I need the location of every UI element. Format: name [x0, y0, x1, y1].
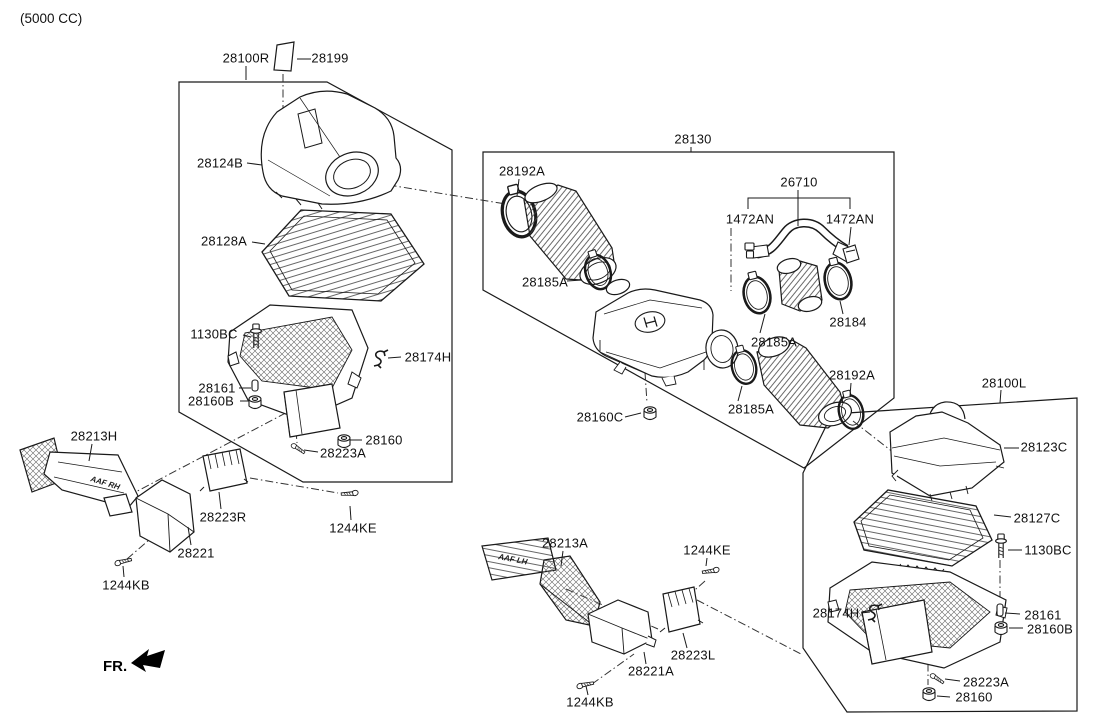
air-intake-center-housing: [592, 278, 739, 387]
intake-hose-front: [523, 182, 617, 286]
resonator-28221A: [587, 599, 657, 655]
part-label-28128A: 28128A: [200, 233, 248, 249]
part-label-28192A: 28192A: [828, 367, 876, 383]
part-label-28185A: 28185A: [521, 274, 569, 290]
stud-28161-left: [251, 379, 259, 392]
part-label-1244KE: 1244KE: [329, 520, 377, 536]
screw-1244KB-bottom: [575, 676, 595, 693]
part-label-28174H: 28174H: [404, 349, 452, 365]
part-label-28185A: 28185A: [750, 334, 798, 350]
part-label-28213A: 28213A: [541, 535, 589, 551]
part-label-28221: 28221: [177, 545, 215, 561]
sticker-28199: [273, 41, 295, 72]
part-label-28223L: 28223L: [670, 647, 716, 663]
part-label-1244KB: 1244KB: [102, 577, 150, 593]
air-cleaner-body-28100R-lower: [227, 304, 369, 438]
screw-1244KE-left: [340, 486, 360, 501]
part-label-28199: 28199: [311, 50, 349, 66]
air-cleaner-body-28100L-lower: [827, 561, 1008, 669]
bolt-1130BC-right: [995, 533, 1007, 559]
hose-clamp-1472AN-right: [842, 244, 860, 264]
bracket-28223L: [659, 586, 704, 633]
part-label-28160B: 28160B: [187, 393, 235, 409]
clamp-28185A-mid: [737, 267, 776, 318]
air-cleaner-cover-28124B: [260, 90, 402, 210]
air-cleaner-cover-28123C: [889, 401, 1005, 502]
group-box-28130: [482, 151, 895, 469]
grommet-28160-right: [922, 687, 936, 702]
label-leader-lines: [88, 58, 1023, 698]
part-label-28213H: 28213H: [70, 428, 118, 444]
part-label-28223R: 28223R: [199, 509, 247, 525]
grommet-28160C: [643, 406, 657, 421]
part-label-28130: 28130: [674, 131, 712, 147]
part-label-28192A: 28192A: [498, 163, 546, 179]
box-outline-28100R: [178, 81, 453, 483]
part-label-28223A: 28223A: [319, 445, 367, 461]
part-label-28161: 28161: [198, 380, 236, 396]
corrugated-hose-28184-section: [776, 257, 823, 313]
part-label-28123C: 28123C: [1020, 439, 1068, 455]
hose-clamp-1472AN-left: [744, 242, 755, 259]
part-label-28100R: 28100R: [222, 50, 270, 66]
screw-1244KE-bottom: [701, 563, 721, 579]
part-label-28127C: 28127C: [1013, 510, 1061, 526]
part-label-1472AN: 1472AN: [725, 211, 775, 227]
part-label-26710: 26710: [780, 174, 818, 190]
part-label-1244KE: 1244KE: [683, 542, 731, 558]
part-label-28124B: 28124B: [196, 155, 244, 171]
screw-28223A-right: [928, 672, 946, 685]
intake-hose-rear: [756, 336, 853, 429]
part-label-28160C: 28160C: [576, 409, 624, 425]
part-label-28160B: 28160B: [1026, 621, 1074, 637]
part-label-1130BC: 1130BC: [1024, 542, 1072, 558]
air-filter-28128A: [261, 209, 425, 302]
stud-28161-right: [996, 603, 1004, 617]
part-label-28223A: 28223A: [962, 674, 1010, 690]
part-label-28184: 28184: [829, 314, 867, 330]
engine-displacement-title: (5000 CC): [20, 11, 83, 26]
clip-28174H-left: [373, 349, 389, 369]
air-duct-28213H: [19, 437, 139, 517]
part-label-28160: 28160: [365, 432, 403, 448]
bracket-28223R: [199, 448, 249, 492]
grommet-28160B-left: [248, 395, 262, 410]
part-label-28221A: 28221A: [627, 663, 675, 679]
part-label-1472AN: 1472AN: [825, 211, 875, 227]
grommet-28160B-right: [994, 621, 1008, 636]
box-outline-28130: [482, 151, 895, 469]
part-label-28160: 28160: [955, 689, 993, 705]
part-label-28100L: 28100L: [981, 375, 1027, 391]
part-label-1244KB: 1244KB: [566, 694, 614, 710]
part-label-28161: 28161: [1024, 607, 1062, 623]
part-label-28185A: 28185A: [727, 401, 775, 417]
front-direction-arrow-icon: [131, 649, 165, 672]
front-direction-label: FR.: [103, 658, 128, 675]
part-label-28174H: 28174H: [812, 605, 860, 621]
group-box-28100R: [178, 81, 453, 483]
resonator-28221: [135, 479, 195, 553]
breather-hose-26710: [750, 218, 854, 263]
air-filter-28127C: [853, 489, 993, 575]
screw-28223A-left: [289, 442, 307, 455]
part-label-1130BC: 1130BC: [190, 326, 238, 342]
